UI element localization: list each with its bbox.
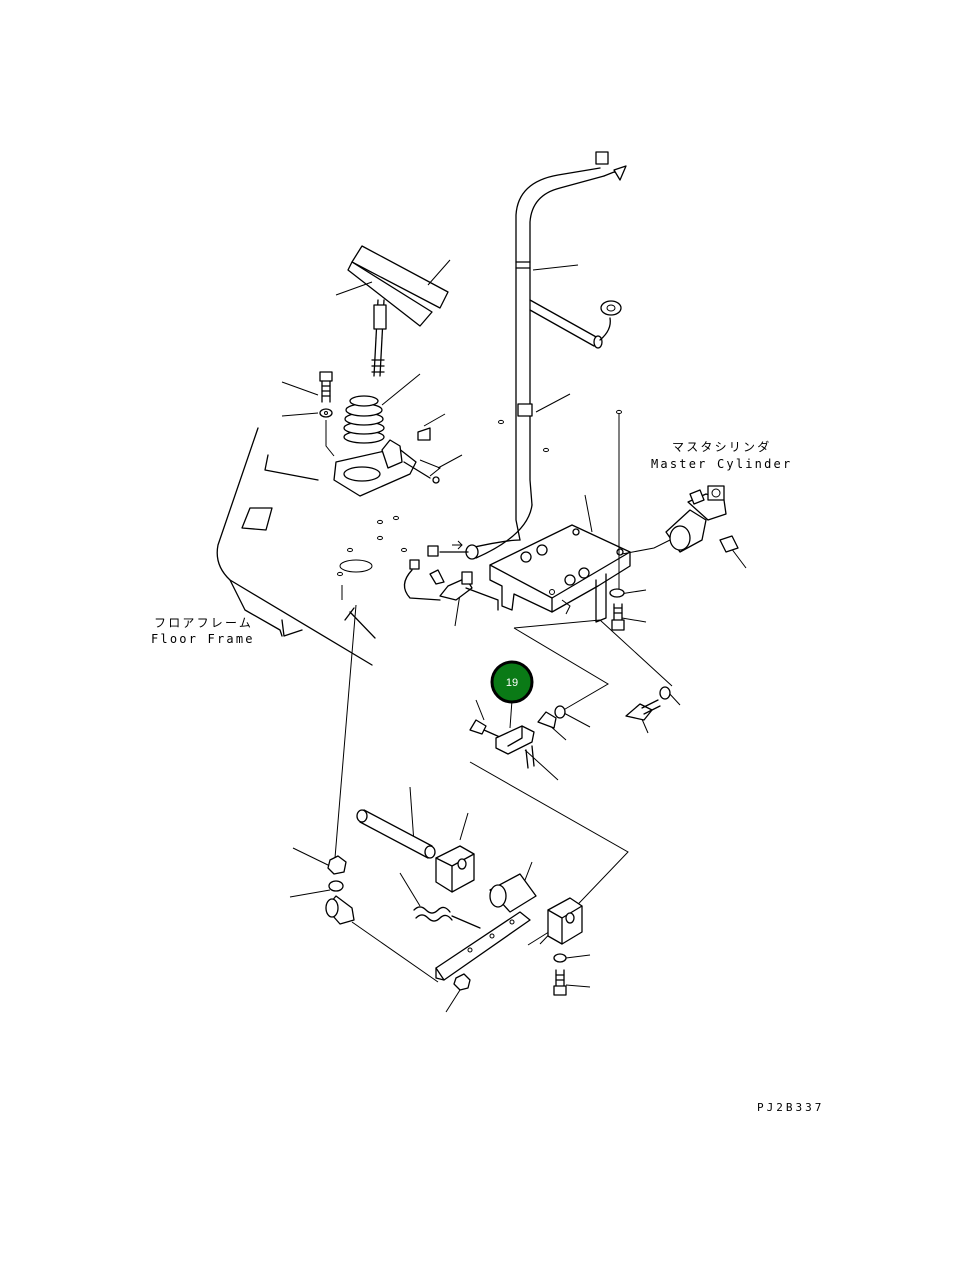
bottom-fasteners <box>453 953 567 996</box>
pedal-assembly <box>333 245 449 497</box>
master-cylinder-label-en: Master Cylinder <box>651 457 792 471</box>
floor-frame-label-jp: フロアフレーム <box>154 616 253 630</box>
floor-frame-label-en: Floor Frame <box>151 632 255 646</box>
lever-arm <box>413 873 537 981</box>
callout-19-badge[interactable] <box>490 660 534 704</box>
rod-end-left <box>325 855 355 925</box>
drawing-code: PJ2B337 <box>757 1101 824 1114</box>
mount-holes <box>337 409 622 577</box>
bracket-plate <box>489 524 631 623</box>
washer-bolt-right <box>609 588 625 631</box>
bolt-washer-left <box>319 371 335 457</box>
master-cylinder-label-jp: マスタシリンダ <box>672 439 771 454</box>
callout-19-number: 19 <box>506 677 518 689</box>
assembly-lines <box>333 585 673 983</box>
master-cylinder <box>618 414 739 590</box>
wiring-harness <box>403 151 627 611</box>
shaft-blocks <box>356 809 583 945</box>
clevis-assembly <box>469 686 671 769</box>
floor-frame <box>216 427 376 666</box>
leader-lines <box>281 259 747 1013</box>
callout-19[interactable]: 19 <box>490 660 534 704</box>
